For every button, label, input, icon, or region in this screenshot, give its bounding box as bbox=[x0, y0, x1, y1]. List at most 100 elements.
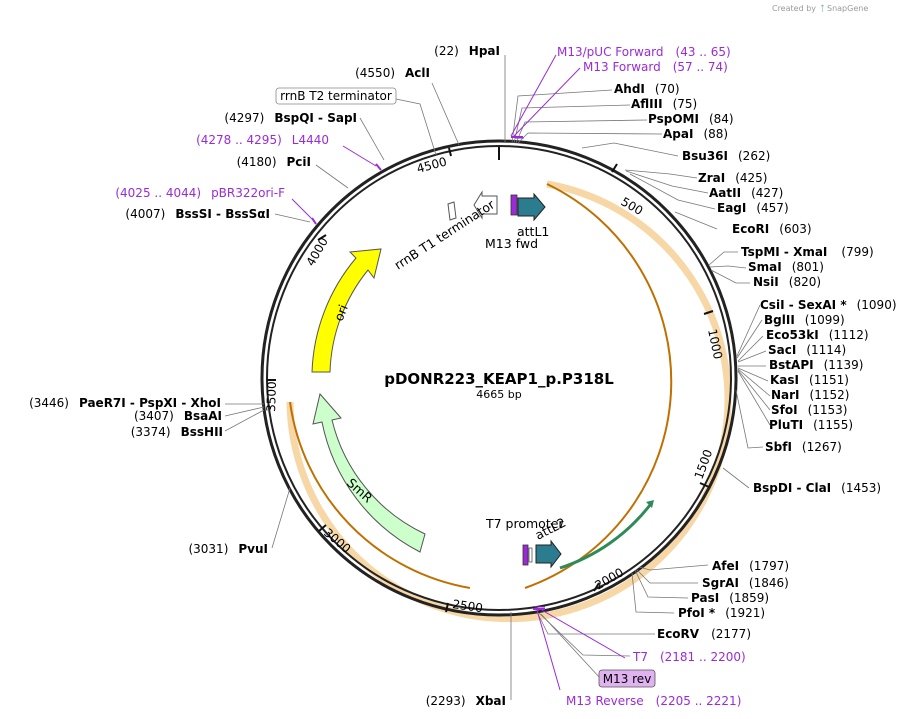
svg-text:BstAPI(1139): BstAPI(1139) bbox=[769, 358, 863, 372]
m13rev-label: M13 rev bbox=[603, 672, 652, 686]
ori-label: ori bbox=[331, 302, 351, 323]
site-xhoi: XhoI bbox=[190, 396, 221, 410]
site-paer7i: PaeR7I bbox=[79, 396, 126, 410]
primer-pbr322ori-f: pBR322ori-F bbox=[211, 186, 285, 200]
svg-text:(2293)XbaI: (2293)XbaI bbox=[426, 694, 506, 708]
attl2-feature bbox=[535, 539, 562, 569]
site-bsssai: BssSαI bbox=[225, 207, 270, 221]
site-pvui: PvuI bbox=[238, 542, 268, 556]
svg-text:EcoRI(603): EcoRI(603) bbox=[732, 222, 812, 236]
site-hpai: HpaI bbox=[469, 44, 500, 58]
plasmid-name: pDONR223_KEAP1_p.P318L bbox=[384, 370, 614, 388]
svg-text:BglII(1099): BglII(1099) bbox=[764, 313, 845, 327]
primer-ticks bbox=[311, 136, 545, 610]
site-apai: ApaI bbox=[663, 127, 693, 141]
svg-text:(3446)PaeR7I - PspXI - XhoI: (3446)PaeR7I - PspXI - XhoI bbox=[29, 396, 221, 410]
svg-text:KasI(1151): KasI(1151) bbox=[770, 373, 849, 387]
svg-text:PfoI *(1921): PfoI *(1921) bbox=[678, 606, 765, 620]
tick-1000: 1000 bbox=[705, 328, 725, 361]
site-nsii: NsiI bbox=[753, 275, 779, 289]
site-aatii: AatII bbox=[709, 186, 741, 200]
site-ecorv: EcoRV bbox=[657, 627, 700, 641]
t7promoter-label: T7 promoter bbox=[485, 516, 564, 531]
site-bglii: BglII bbox=[764, 313, 795, 327]
site-bsaai: BsaAI bbox=[184, 409, 222, 423]
site-afei: AfeI bbox=[712, 559, 739, 573]
svg-text:(3407)BsaAI: (3407)BsaAI bbox=[134, 409, 222, 423]
sites-right: AhdI(70) AflIII(75) PspOMI(84) ApaI(88) … bbox=[614, 82, 897, 641]
svg-text:(4025 .. 4044)pBR322ori-F: (4025 .. 4044)pBR322ori-F bbox=[115, 186, 285, 200]
svg-text:(3374)BssHII: (3374)BssHII bbox=[131, 425, 223, 439]
site-csii: CsiI bbox=[760, 298, 785, 312]
attl1-feature bbox=[517, 192, 546, 222]
site-ecori: EcoRI bbox=[732, 222, 769, 236]
svg-text:Bsu36I(262): Bsu36I(262) bbox=[682, 149, 770, 163]
svg-text:ZraI(425): ZraI(425) bbox=[698, 171, 767, 185]
t7promoter-feature bbox=[528, 547, 533, 563]
site-eagi: EagI bbox=[717, 201, 746, 215]
svg-text:AfeI(1797): AfeI(1797) bbox=[712, 559, 789, 573]
svg-text:NsiI(820): NsiI(820) bbox=[753, 275, 821, 289]
primer-m13-forward: M13 Forward bbox=[583, 60, 661, 74]
primer-m13-reverse: M13 Reverse bbox=[566, 694, 644, 708]
svg-text:SfoI(1153): SfoI(1153) bbox=[771, 403, 847, 417]
rrnb-t1-label: rrnB T1 terminator bbox=[391, 196, 497, 272]
svg-text:SmaI(801): SmaI(801) bbox=[748, 260, 824, 274]
rrnb-t1-feature bbox=[473, 190, 498, 220]
svg-text:AhdI(70): AhdI(70) bbox=[614, 82, 680, 96]
orf-arrowhead bbox=[646, 500, 654, 508]
site-pspomi: PspOMI bbox=[648, 112, 699, 126]
m13rev-feature bbox=[522, 544, 529, 566]
leader-lines-right bbox=[511, 89, 771, 679]
svg-text:M13 Forward(57 .. 74): M13 Forward(57 .. 74) bbox=[583, 60, 728, 74]
site-bstapi: BstAPI bbox=[769, 358, 814, 372]
site-sapi: SapI bbox=[327, 111, 357, 125]
svg-text:(4297)BspQI - SapI: (4297)BspQI - SapI bbox=[224, 111, 357, 125]
primer-t7: T7 bbox=[632, 650, 648, 664]
site-pspxi: PspXI bbox=[139, 396, 177, 410]
site-bspdi: BspDI bbox=[753, 481, 792, 495]
ori-feature bbox=[311, 248, 382, 373]
primer-m13puc-forward: M13/pUC Forward bbox=[557, 45, 664, 59]
m13rev-box bbox=[598, 669, 656, 688]
m13fwd-label: M13 fwd bbox=[485, 236, 538, 251]
m13fwd-feature bbox=[510, 194, 518, 216]
site-ahdi: AhdI bbox=[614, 82, 645, 96]
svg-text:(3031)PvuI: (3031)PvuI bbox=[188, 542, 268, 556]
backbone-inner bbox=[266, 145, 732, 611]
rrnb-t2-feature bbox=[447, 201, 457, 221]
svg-text:(4180)PciI: (4180)PciI bbox=[237, 155, 311, 169]
svg-text:AflIII(75): AflIII(75) bbox=[631, 97, 697, 111]
insert-arc bbox=[524, 183, 673, 589]
credit-brand: SnapGene bbox=[827, 4, 868, 13]
tick-3500: 3500 bbox=[264, 381, 279, 412]
svg-text:ApaI(88): ApaI(88) bbox=[663, 127, 728, 141]
svg-text:NarI(1152): NarI(1152) bbox=[771, 388, 849, 402]
leader-lines-left bbox=[224, 55, 512, 700]
svg-text:(4550)AclI: (4550)AclI bbox=[355, 66, 430, 80]
rrnb-t2-box bbox=[275, 87, 397, 105]
backbone-outer bbox=[260, 139, 738, 617]
svg-text:PspOMI(84): PspOMI(84) bbox=[648, 112, 734, 126]
svg-text:T7(2181 .. 2200): T7(2181 .. 2200) bbox=[632, 650, 746, 664]
site-sgrai: SgrAI bbox=[702, 576, 739, 590]
svg-text:TspMI - XmaI(799): TspMI - XmaI(799) bbox=[741, 245, 874, 259]
svg-text:CsiI - SexAI *(1090): CsiI - SexAI *(1090) bbox=[760, 298, 897, 312]
insert-arc-left bbox=[289, 401, 471, 589]
svg-text:SbfI(1267): SbfI(1267) bbox=[765, 440, 842, 454]
svg-text:PasI(1859): PasI(1859) bbox=[691, 591, 769, 605]
svg-text:(4278 .. 4295)L4440: (4278 .. 4295)L4440 bbox=[196, 133, 329, 147]
svg-text:(4007)BssSI - BssSαI: (4007)BssSI - BssSαI bbox=[125, 207, 270, 221]
svg-text:AatII(427): AatII(427) bbox=[709, 186, 783, 200]
sites-left: (22)HpaI (4550)AclI (4297)BspQI - SapI (… bbox=[29, 44, 506, 708]
site-sfoi: SfoI bbox=[771, 403, 798, 417]
smr-feature bbox=[312, 392, 426, 553]
primer-labels: M13/pUC Forward(43 .. 65) M13 Forward(57… bbox=[115, 45, 745, 708]
attl1-label: attL1 bbox=[517, 224, 549, 239]
site-bsu36i: Bsu36I bbox=[682, 149, 728, 163]
svg-text:SgrAI(1846): SgrAI(1846) bbox=[702, 576, 789, 590]
svg-text:M13/pUC Forward(43 .. 65): M13/pUC Forward(43 .. 65) bbox=[557, 45, 731, 59]
plasmid-size: 4665 bp bbox=[476, 388, 521, 401]
scale-ticks bbox=[267, 147, 714, 613]
